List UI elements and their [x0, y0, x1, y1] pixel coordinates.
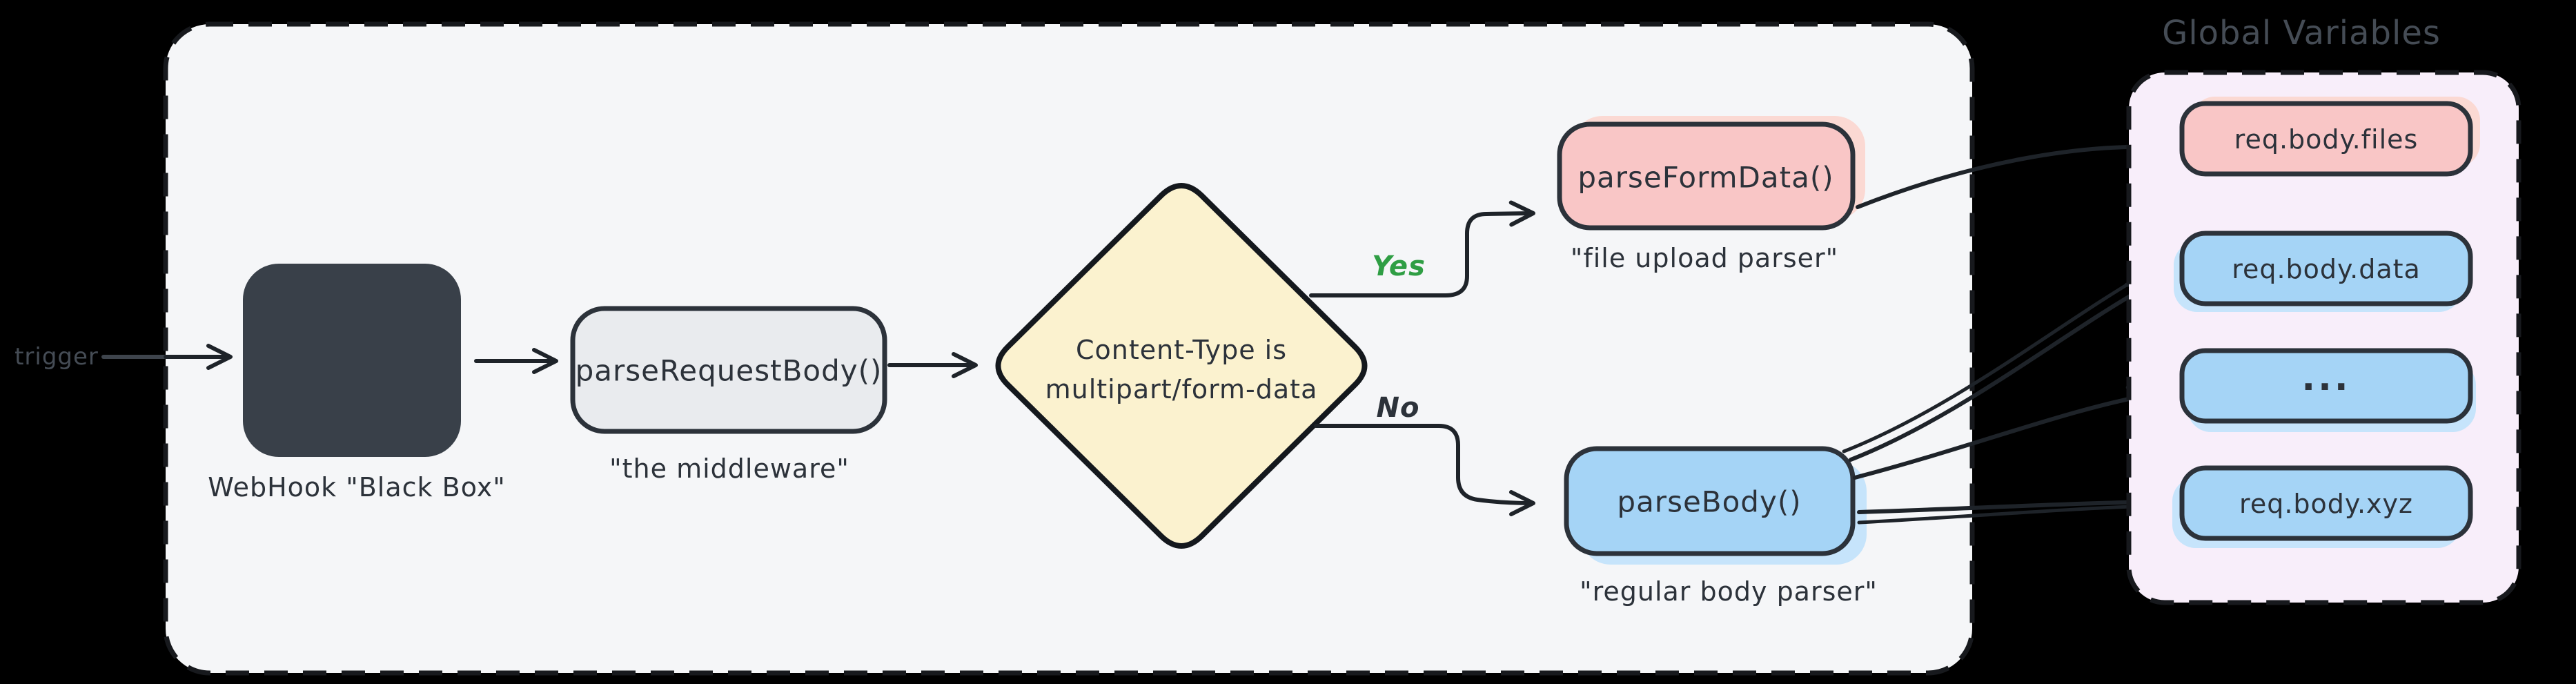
parsebody-node: parseBody() "regular body parser": [1564, 446, 1878, 607]
webhook-black-box: [243, 264, 461, 457]
middleware-node: parseRequestBody() "the middleware": [570, 306, 887, 484]
middleware-box: [570, 306, 887, 434]
var-data-box: [2179, 231, 2473, 306]
globals-title: Global Variables: [2162, 14, 2441, 52]
var-xyz-box: [2179, 465, 2473, 541]
formdata-box: [1557, 121, 1856, 231]
edge-formdata-to-files: [1856, 133, 2158, 209]
edge-parsebody-to-xyz: [1857, 489, 2155, 516]
decision-node: Content-Type is multipart/form-data: [995, 183, 1368, 549]
trigger-label: trigger: [14, 343, 99, 371]
parsebody-box: [1564, 446, 1856, 556]
middleware-label: parseRequestBody(): [576, 354, 883, 388]
var-files-label: req.body.files: [2234, 124, 2419, 155]
edge-parsebody-to-data-secondary: [1842, 275, 2141, 453]
var-dots-box: [2179, 348, 2473, 424]
var-dots-node: ...: [2179, 348, 2476, 432]
yes-branch-label: Yes: [1372, 251, 1426, 282]
webhook-black-box-node: WebHook "Black Box": [208, 264, 506, 502]
edge-parsebody-to-dots: [1853, 385, 2154, 480]
formdata-caption: "file upload parser": [1571, 243, 1838, 273]
edge-no: [1314, 424, 1535, 516]
var-xyz-node: req.body.xyz: [2172, 465, 2473, 548]
parsebody-caption: "regular body parser": [1580, 576, 1878, 607]
decision-text-line2: multipart/form-data: [1045, 374, 1318, 404]
formdata-label: parseFormData(): [1577, 161, 1833, 195]
var-data-label: req.body.data: [2232, 254, 2421, 284]
var-files-box: [2179, 101, 2473, 177]
edge-yes: [1309, 200, 1535, 297]
edge-parsebody-to-data: [1849, 282, 2154, 462]
var-data-node: req.body.data: [2174, 231, 2473, 312]
formdata-node: parseFormData() "file upload parser": [1557, 116, 1865, 273]
webhook-caption: WebHook "Black Box": [208, 472, 506, 502]
edge-parsebody-to-xyz-secondary: [1857, 504, 2154, 525]
parsebody-label: parseBody(): [1617, 485, 1801, 519]
var-files-node: req.body.files: [2179, 97, 2480, 177]
decision-text-line1: Content-Type is: [1076, 335, 1287, 365]
middleware-caption: "the middleware": [609, 453, 849, 484]
var-dots-label: ...: [2301, 358, 2350, 399]
decision-diamond: [995, 183, 1368, 549]
var-xyz-label: req.body.xyz: [2239, 489, 2413, 519]
no-branch-label: No: [1377, 392, 1420, 424]
